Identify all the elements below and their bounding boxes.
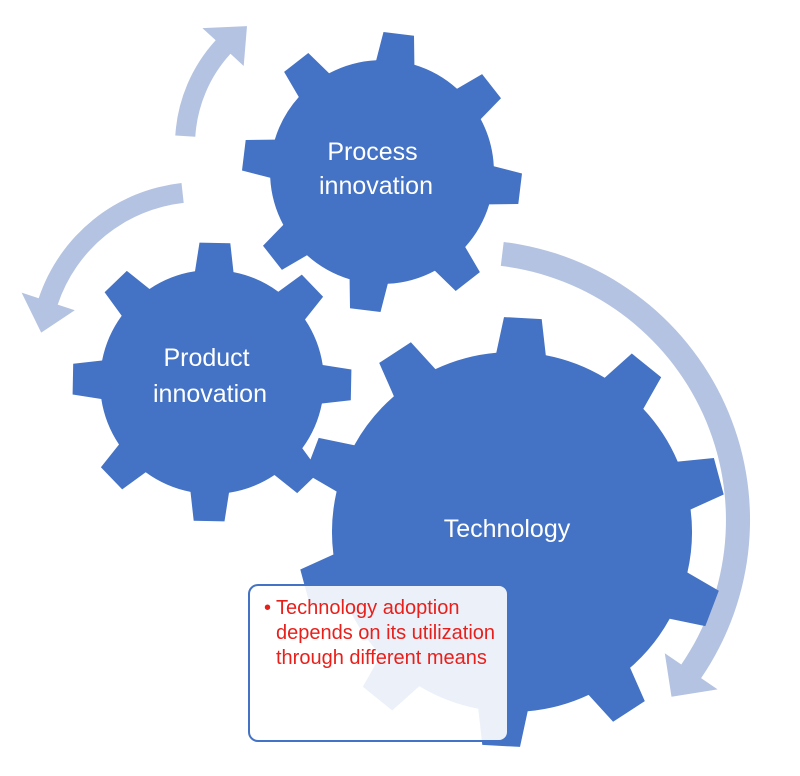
product-innovation-label: Product innovation — [153, 344, 267, 408]
note-bullet-item: • Technology adoption depends on its uti… — [264, 596, 497, 671]
bullet-marker: • — [264, 597, 272, 619]
note-text: Technology adoption depends on its utili… — [276, 597, 496, 669]
curved-arrow-top — [175, 26, 247, 137]
technology-label: Technology — [444, 515, 571, 543]
process-innovation-gear — [242, 32, 522, 312]
product-innovation-gear — [72, 242, 352, 522]
process-innovation-label: Process innovation — [319, 138, 433, 200]
note-callout: • Technology adoption depends on its uti… — [248, 584, 509, 742]
curved-arrow-right — [500, 242, 751, 697]
curved-arrow-left — [21, 183, 184, 333]
